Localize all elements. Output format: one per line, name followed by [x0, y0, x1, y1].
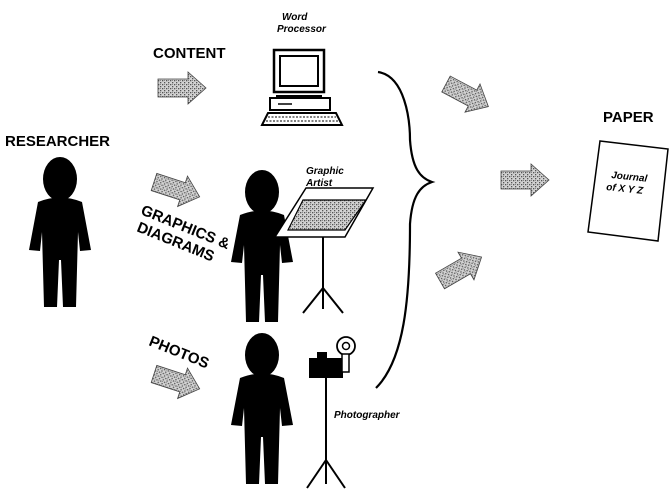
journal-label-line1: Journal	[611, 170, 648, 185]
drafting-table-icon	[273, 187, 375, 314]
graphics-arrow-icon	[148, 166, 206, 213]
journal-label-line2: of X Y Z	[606, 182, 645, 197]
content-label: CONTENT	[153, 45, 226, 62]
photographer-label: Photographer	[334, 410, 401, 421]
camera-icon	[306, 336, 356, 489]
graphic-artist-person-icon	[231, 170, 293, 322]
researcher-person-icon	[29, 157, 91, 307]
merge-brace-icon	[375, 70, 436, 389]
arrow-to-paper-icon	[500, 163, 550, 197]
graphic-artist-label-line1: Graphic	[306, 166, 344, 177]
paper-label: PAPER	[603, 109, 654, 126]
graphic-artist-label-line2: Artist	[305, 178, 333, 189]
arrow-bottom-right-icon	[431, 242, 491, 296]
computer-icon	[260, 48, 344, 126]
paper-sheet-icon	[587, 140, 669, 242]
photographer-person-icon	[231, 333, 293, 484]
researcher-label: RESEARCHER	[5, 133, 110, 150]
content-arrow-icon	[157, 71, 207, 105]
word-processor-label-line1: Word	[282, 12, 308, 23]
arrow-top-right-icon	[437, 69, 497, 122]
word-processor-label-line2: Processor	[277, 24, 327, 35]
